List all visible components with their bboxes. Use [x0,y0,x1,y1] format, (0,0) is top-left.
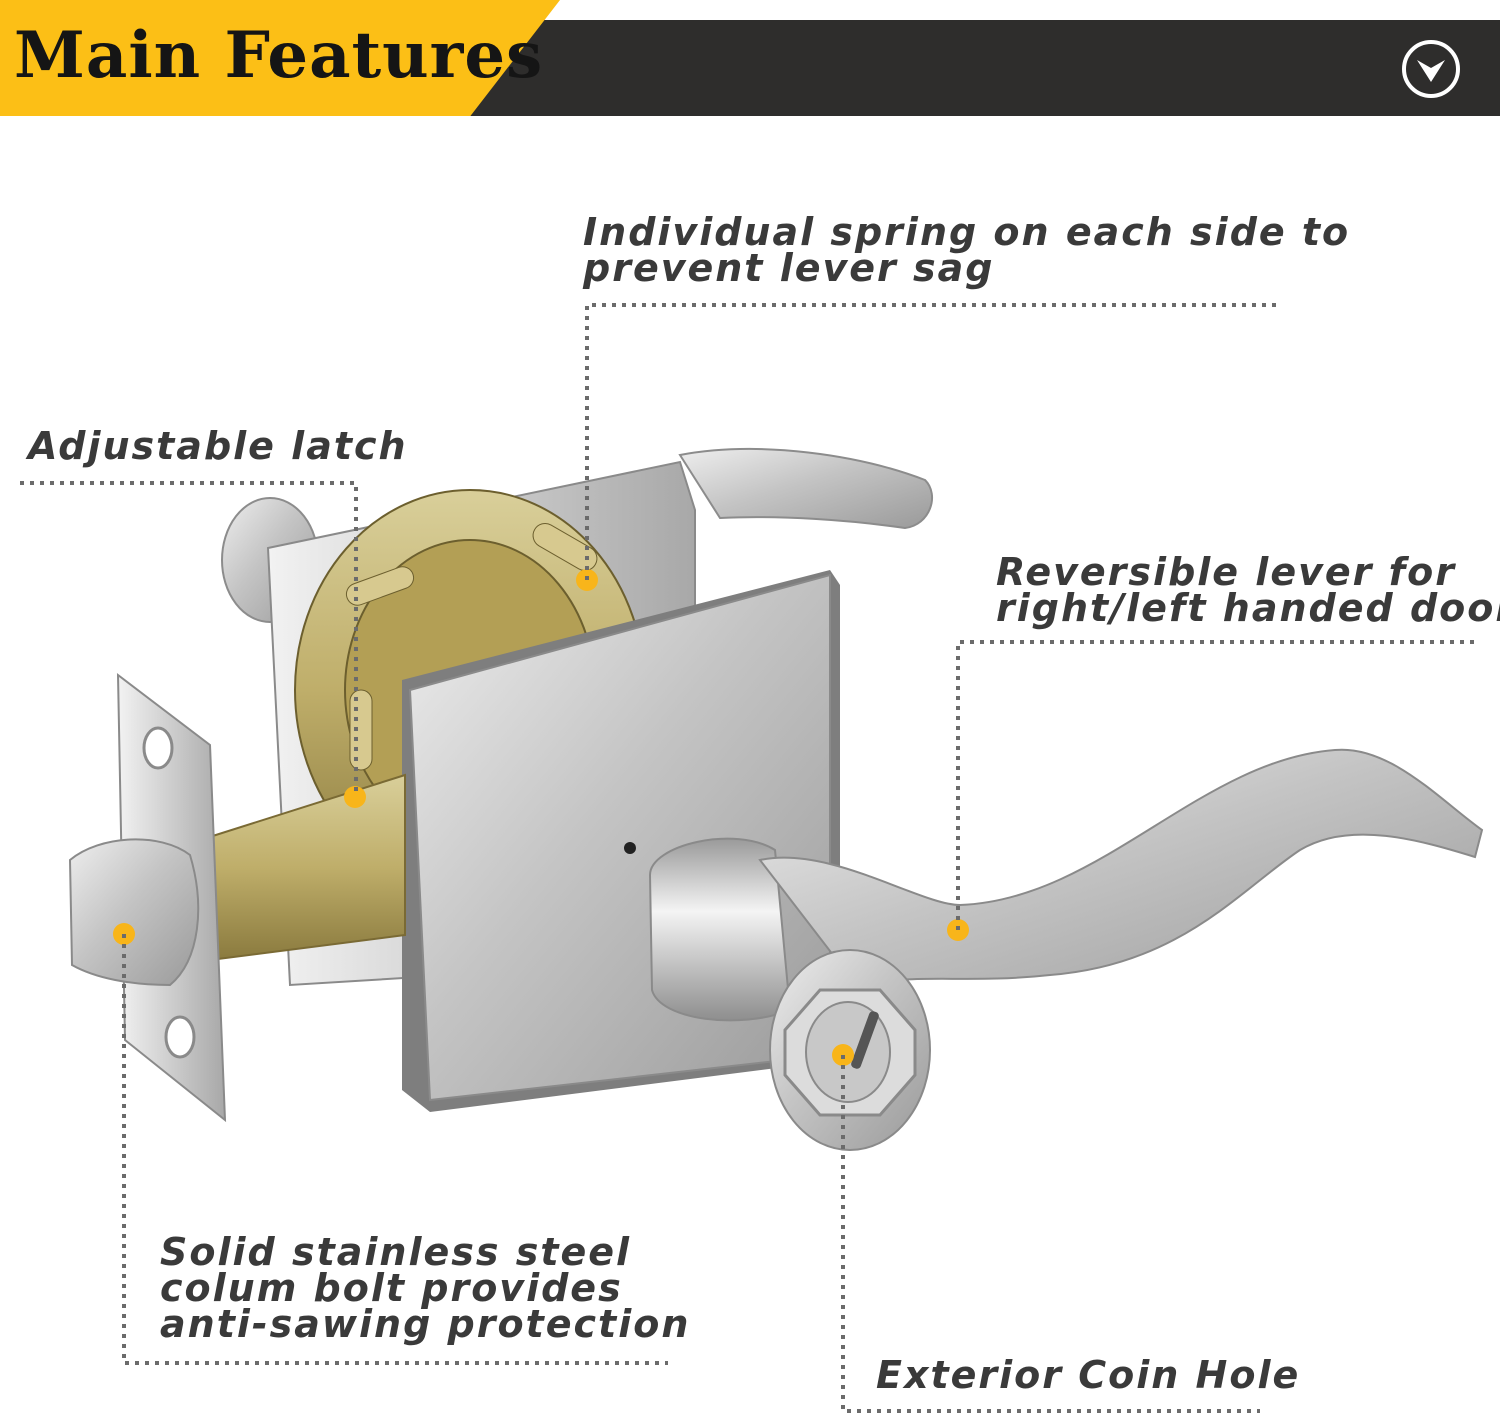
feature-label-line: Individual spring on each side to [583,210,1351,254]
feature-label-bolt: Solid stainless steel colum bolt provide… [160,1230,691,1346]
feature-label-latch: Adjustable latch [28,424,408,468]
feature-label-line: anti-sawing protection [160,1302,691,1346]
marker-spring [576,569,598,591]
marker-lever [947,919,969,941]
feature-label-line: Solid stainless steel [160,1230,632,1274]
feature-label-line: right/left handed door [996,586,1500,630]
feature-label-line: prevent lever sag [583,246,995,290]
marker-latch [344,786,366,808]
feature-label-coin: Exterior Coin Hole [876,1353,1301,1397]
marker-coin [832,1044,854,1066]
marker-bolt [113,923,135,945]
chevron-down-circle-icon[interactable] [1400,38,1462,100]
header-banner: Main Features [0,0,1500,118]
banner-accent [0,0,560,116]
page-title: Main Features [14,18,544,93]
feature-label-line: colum bolt provides [160,1266,623,1310]
feature-label-lever: Reversible lever for right/left handed d… [996,550,1500,630]
feature-label-line: Adjustable latch [28,424,408,468]
feature-label-line: Reversible lever for [996,550,1456,594]
feature-label-line: Exterior Coin Hole [876,1353,1301,1397]
feature-label-spring: Individual spring on each side to preven… [583,210,1351,290]
